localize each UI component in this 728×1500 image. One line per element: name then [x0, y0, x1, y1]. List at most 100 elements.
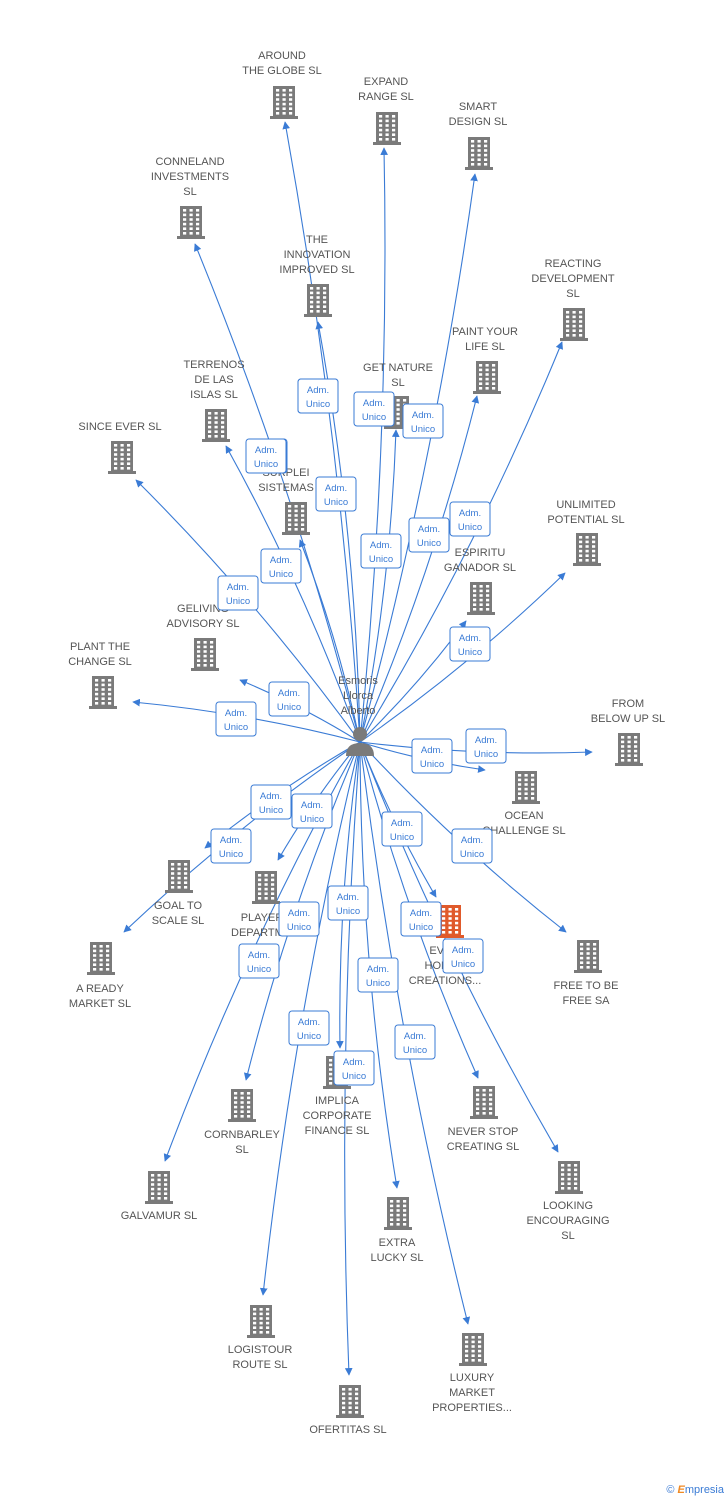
relation-label-paint-your-life[interactable]: Adm.Unico: [408, 517, 450, 553]
relation-label-from-below-up[interactable]: Adm.Unico: [465, 728, 507, 764]
relation-label-espiritu-ganador[interactable]: Adm.Unico: [360, 533, 402, 569]
building-icon-player-department[interactable]: [252, 871, 280, 904]
person-icon[interactable]: [346, 727, 374, 756]
relation-label-geliving-advisory[interactable]: Adm.Unico: [268, 681, 310, 717]
edge-conneland-investments: [194, 243, 361, 743]
building-icon-extra-lucky[interactable]: [384, 1197, 412, 1230]
relation-label-the-innovation-improved[interactable]: Adm.Unico: [297, 378, 339, 414]
relation-label-event-horse-creations[interactable]: Adm.Unico: [381, 811, 423, 847]
svg-text:Adm.: Adm.: [363, 398, 385, 409]
building-icon-logistour-route[interactable]: [247, 1305, 275, 1338]
building-icon-ocean-challenge[interactable]: [512, 771, 540, 804]
company-label-ofertitas[interactable]: OFERTITAS SL: [309, 1424, 386, 1436]
building-icon-cornbarley[interactable]: [228, 1089, 256, 1122]
relation-label-get-nature[interactable]: Adm.Unico: [402, 403, 444, 439]
relation-label-unlimited-potential[interactable]: Adm.Unico: [449, 626, 491, 662]
relation-labels-layer: Adm.UnicoAdm.UnicoAdm.UnicoAdm.UnicoAdm.…: [210, 378, 507, 1086]
building-icon-never-stop-creating[interactable]: [470, 1086, 498, 1119]
relation-label-extra-lucky[interactable]: Adm.Unico: [357, 957, 399, 993]
building-icon-from-below-up[interactable]: [615, 733, 643, 766]
building-icon-event-horse-creations[interactable]: [436, 905, 464, 938]
building-icon-looking-encouraging[interactable]: [555, 1161, 583, 1194]
relation-label-galvamur[interactable]: Adm.Unico: [238, 943, 280, 979]
company-label-since-ever[interactable]: SINCE EVER SL: [78, 421, 161, 433]
relation-label-looking-encouraging[interactable]: Adm.Unico: [400, 901, 442, 937]
relation-label-reacting-development[interactable]: Adm.Unico: [449, 501, 491, 537]
building-icon-goal-to-scale[interactable]: [165, 860, 193, 893]
building-icon-surplei-sistemas[interactable]: [282, 502, 310, 535]
company-label-galvamur[interactable]: GALVAMUR SL: [121, 1210, 198, 1222]
relation-label-surplei-sistemas[interactable]: Adm.Unico: [315, 476, 357, 512]
building-icon-smart-design[interactable]: [465, 137, 493, 170]
svg-text:Unico: Unico: [420, 759, 444, 770]
relation-label-a-ready-market[interactable]: Adm.Unico: [250, 784, 292, 820]
relation-label-conneland-investments[interactable]: Adm.Unico: [245, 438, 287, 474]
building-icon-terrenos-de-las-islas[interactable]: [202, 409, 230, 442]
relation-label-luxury-market-properties[interactable]: Adm.Unico: [394, 1024, 436, 1060]
building-icon-conneland-investments[interactable]: [177, 206, 205, 239]
svg-text:Adm.: Adm.: [459, 508, 481, 519]
building-icon-plant-the-change[interactable]: [89, 676, 117, 709]
relation-label-goal-to-scale[interactable]: Adm.Unico: [210, 828, 252, 864]
relation-label-plant-the-change[interactable]: Adm.Unico: [215, 701, 257, 737]
relation-label-smart-design[interactable]: Adm.Unico: [353, 391, 395, 427]
building-icon-unlimited-potential[interactable]: [573, 533, 601, 566]
svg-text:Adm.: Adm.: [248, 950, 270, 961]
building-icon-around-the-globe[interactable]: [270, 86, 298, 119]
building-icon-a-ready-market[interactable]: [87, 942, 115, 975]
building-icon-ofertitas[interactable]: [336, 1385, 364, 1418]
building-icon-since-ever[interactable]: [108, 441, 136, 474]
building-icon-geliving-advisory[interactable]: [191, 638, 219, 671]
relation-label-logistour-route[interactable]: Adm.Unico: [288, 1010, 330, 1046]
building-icon-the-innovation-improved[interactable]: [304, 284, 332, 317]
svg-text:Adm.: Adm.: [367, 964, 389, 975]
building-icon-galvamur[interactable]: [145, 1171, 173, 1204]
relation-label-ocean-challenge[interactable]: Adm.Unico: [411, 738, 453, 774]
relation-label-since-ever[interactable]: Adm.Unico: [217, 575, 259, 611]
building-icon-paint-your-life[interactable]: [473, 361, 501, 394]
relation-label-never-stop-creating[interactable]: Adm.Unico: [442, 938, 484, 974]
relation-label-implica-corporate-finance[interactable]: Adm.Unico: [327, 885, 369, 921]
building-icon-luxury-market-properties[interactable]: [459, 1333, 487, 1366]
building-icon-free-to-be-free[interactable]: [574, 940, 602, 973]
svg-text:Unico: Unico: [474, 749, 498, 760]
relation-label-ofertitas[interactable]: Adm.Unico: [333, 1050, 375, 1086]
relation-label-cornbarley[interactable]: Adm.Unico: [278, 901, 320, 937]
relation-label-terrenos-de-las-islas[interactable]: Adm.Unico: [260, 548, 302, 584]
relation-label-player-department[interactable]: Adm.Unico: [291, 793, 333, 829]
building-icon-reacting-development[interactable]: [560, 308, 588, 341]
building-icon-expand-range[interactable]: [373, 112, 401, 145]
building-icon-espiritu-ganador[interactable]: [467, 582, 495, 615]
footer-brand[interactable]: © Empresia: [666, 1484, 724, 1496]
svg-text:Unico: Unico: [460, 849, 484, 860]
relation-label-free-to-be-free[interactable]: Adm.Unico: [451, 828, 493, 864]
